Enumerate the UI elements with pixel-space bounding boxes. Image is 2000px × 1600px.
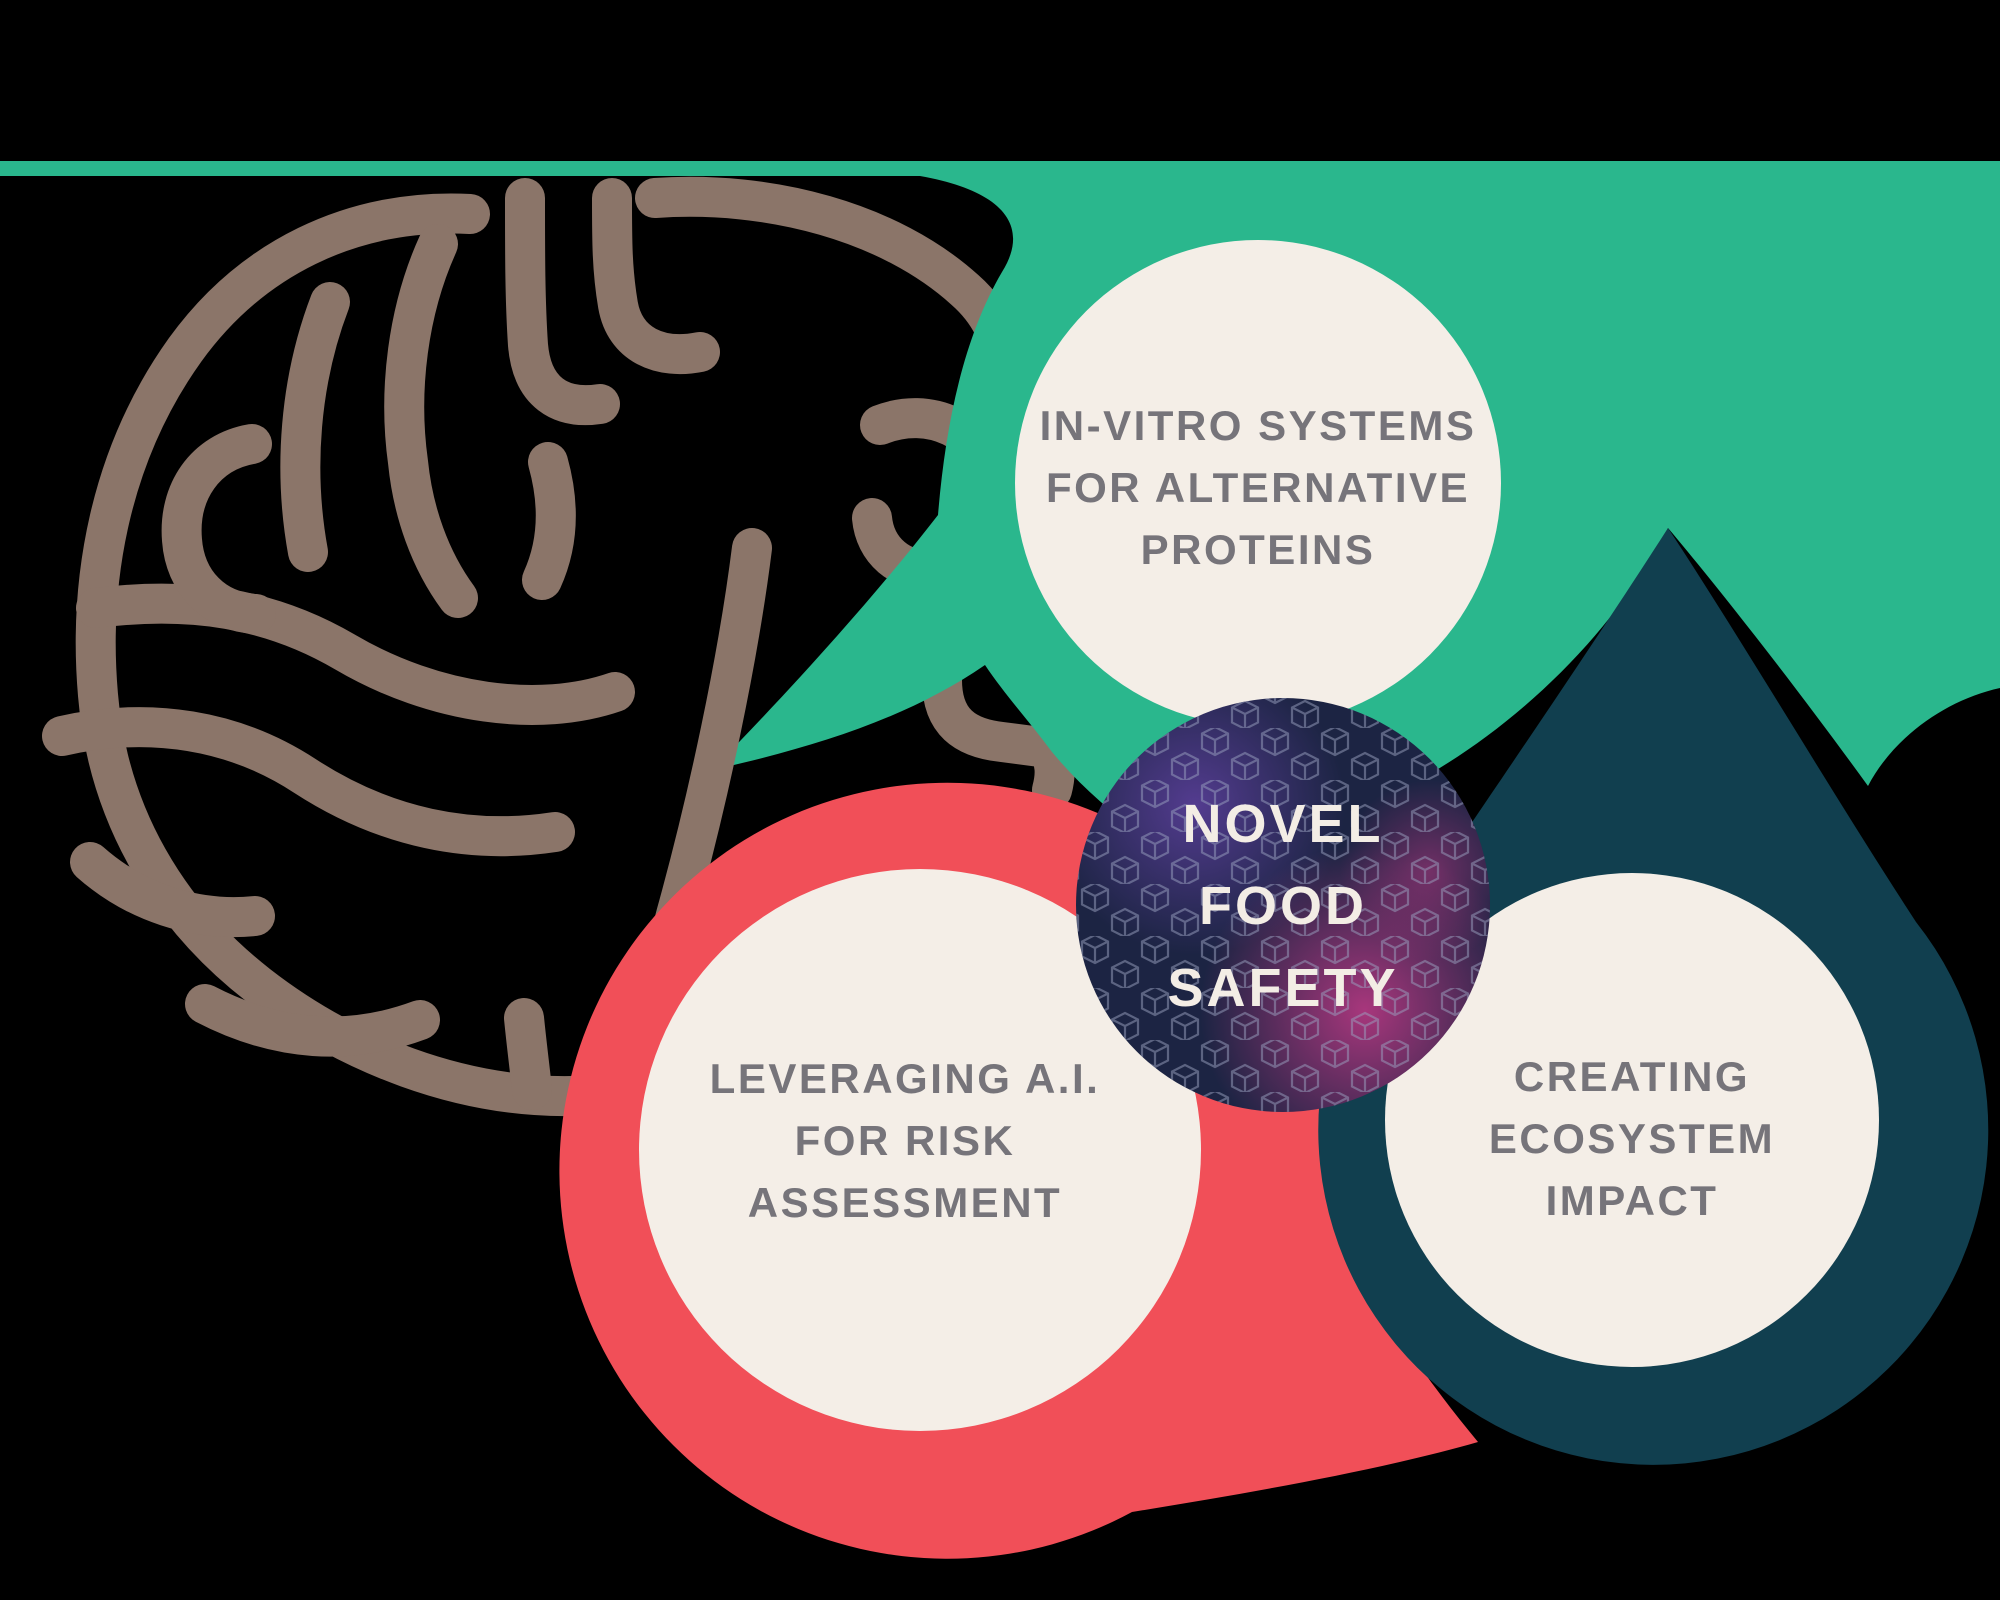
ai-risk-circle bbox=[639, 869, 1201, 1431]
green-teardrop-shape bbox=[0, 161, 2000, 896]
brain-inner-stroke bbox=[384, 224, 478, 618]
ecosystem-label-line1: CREATING bbox=[1514, 1053, 1750, 1100]
ecosystem-label-line2: ECOSYSTEM bbox=[1489, 1115, 1775, 1162]
center-label-line1: NOVEL bbox=[1182, 794, 1383, 854]
brain-bump-stroke bbox=[592, 178, 720, 375]
brain-bump-stroke bbox=[505, 178, 620, 426]
brain-inner-stroke bbox=[280, 282, 350, 572]
center-cube-pattern bbox=[1076, 698, 1490, 1112]
center-label: NOVEL FOOD SAFETY bbox=[1167, 794, 1398, 1018]
ecosystem-label: CREATING ECOSYSTEM IMPACT bbox=[1489, 1053, 1775, 1224]
brain-hook-stroke bbox=[922, 562, 1075, 810]
center-label-line3: SAFETY bbox=[1167, 958, 1398, 1018]
brain-inner-stroke bbox=[522, 442, 576, 600]
brain-bottom-stub-stroke bbox=[504, 998, 552, 1110]
ai-risk-label: LEVERAGING A.I. FOR RISK ASSESSMENT bbox=[710, 1055, 1101, 1226]
in-vitro-label-line1: IN-VITRO SYSTEMS bbox=[1040, 402, 1477, 449]
in-vitro-circle bbox=[1015, 240, 1501, 726]
brain-wave-stroke bbox=[76, 583, 635, 725]
ai-risk-label-line1: LEVERAGING A.I. bbox=[710, 1055, 1101, 1102]
ecosystem-circle bbox=[1385, 873, 1879, 1367]
in-vitro-label: IN-VITRO SYSTEMS FOR ALTERNATIVE PROTEIN… bbox=[1040, 402, 1477, 573]
brain-bottom-curl-stroke bbox=[185, 984, 440, 1057]
ecosystem-label-line3: IMPACT bbox=[1546, 1177, 1719, 1224]
ai-risk-label-line2: FOR RISK bbox=[795, 1117, 1016, 1164]
brain-wave-stroke bbox=[42, 707, 575, 857]
brain-curl-stroke bbox=[161, 424, 276, 634]
brain-bottom-curl-stroke bbox=[70, 842, 275, 937]
in-vitro-label-line3: PROTEINS bbox=[1141, 526, 1376, 573]
ai-risk-label-line3: ASSESSMENT bbox=[748, 1179, 1062, 1226]
brain-illustration bbox=[42, 176, 1075, 1117]
center-label-line2: FOOD bbox=[1199, 876, 1367, 936]
in-vitro-label-line2: FOR ALTERNATIVE bbox=[1046, 464, 1470, 511]
